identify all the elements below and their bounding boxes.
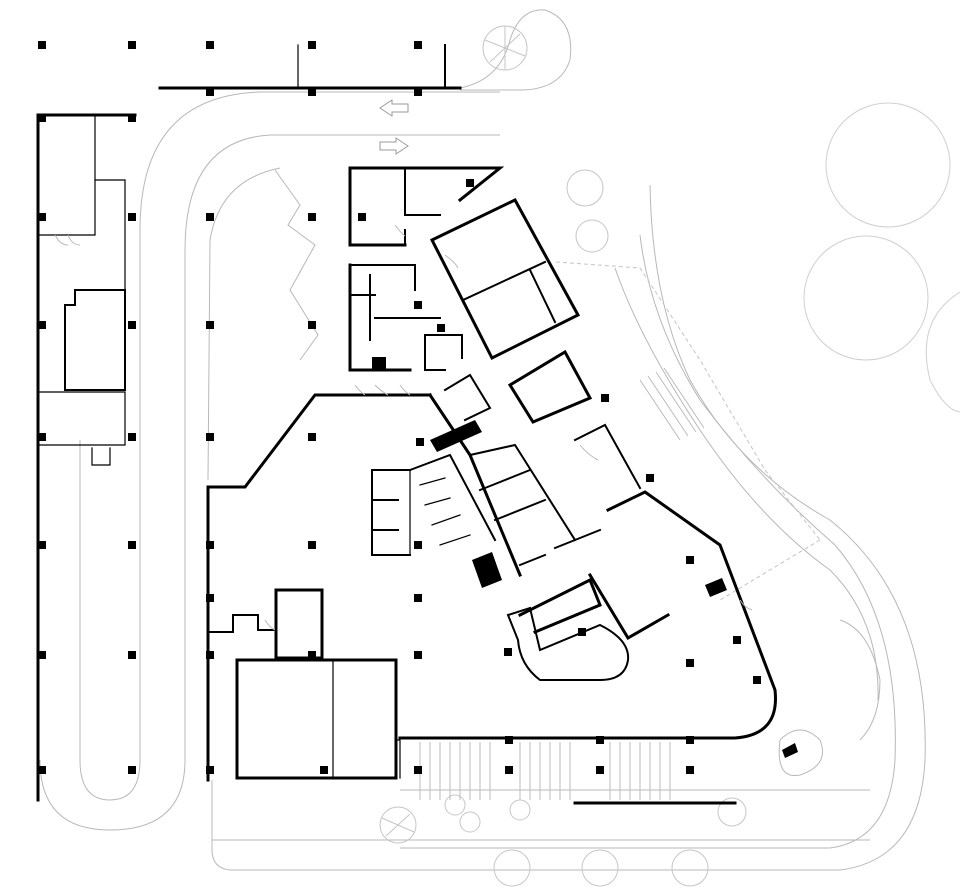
arrow-right-icon	[379, 137, 409, 155]
column	[206, 651, 214, 659]
column	[414, 766, 422, 774]
column	[596, 766, 604, 774]
tree-symbols	[379, 25, 747, 887]
column	[753, 676, 761, 684]
column	[38, 541, 46, 549]
column	[308, 41, 316, 49]
column	[437, 324, 445, 332]
column	[206, 213, 214, 221]
column	[206, 766, 214, 774]
column	[686, 766, 694, 774]
column	[505, 736, 513, 744]
column	[206, 433, 214, 441]
column	[38, 41, 46, 49]
column	[206, 541, 214, 549]
column	[128, 541, 136, 549]
site-context	[39, 9, 960, 887]
column	[414, 301, 422, 309]
column	[733, 636, 741, 644]
column	[128, 766, 136, 774]
column	[206, 321, 214, 329]
column	[128, 433, 136, 441]
door-swings	[54, 224, 753, 631]
column	[646, 474, 654, 482]
column	[466, 179, 474, 187]
arrow-left-icon	[379, 99, 409, 117]
column	[308, 213, 316, 221]
column	[308, 433, 316, 441]
column	[38, 433, 46, 441]
column	[128, 41, 136, 49]
column	[206, 594, 214, 602]
column	[308, 88, 316, 96]
column	[38, 766, 46, 774]
column	[414, 594, 422, 602]
column	[308, 651, 316, 659]
column	[38, 651, 46, 659]
column	[686, 556, 694, 564]
column	[308, 321, 316, 329]
column	[206, 88, 214, 96]
column	[320, 766, 328, 774]
column	[414, 88, 422, 96]
column	[128, 114, 136, 122]
solid-cores	[372, 357, 798, 758]
column	[504, 648, 512, 656]
column	[686, 659, 694, 667]
column	[414, 651, 422, 659]
column	[38, 213, 46, 221]
column	[578, 628, 586, 636]
column	[358, 213, 366, 221]
column	[686, 736, 694, 744]
column	[38, 321, 46, 329]
column	[416, 438, 424, 446]
column	[128, 321, 136, 329]
column	[596, 736, 604, 744]
column	[206, 41, 214, 49]
structural-columns	[38, 41, 761, 774]
column	[414, 541, 422, 549]
column	[38, 114, 46, 122]
column	[308, 541, 316, 549]
column	[505, 766, 513, 774]
column	[414, 41, 422, 49]
column	[601, 394, 609, 402]
main-building	[206, 166, 777, 805]
column	[128, 213, 136, 221]
column	[128, 651, 136, 659]
